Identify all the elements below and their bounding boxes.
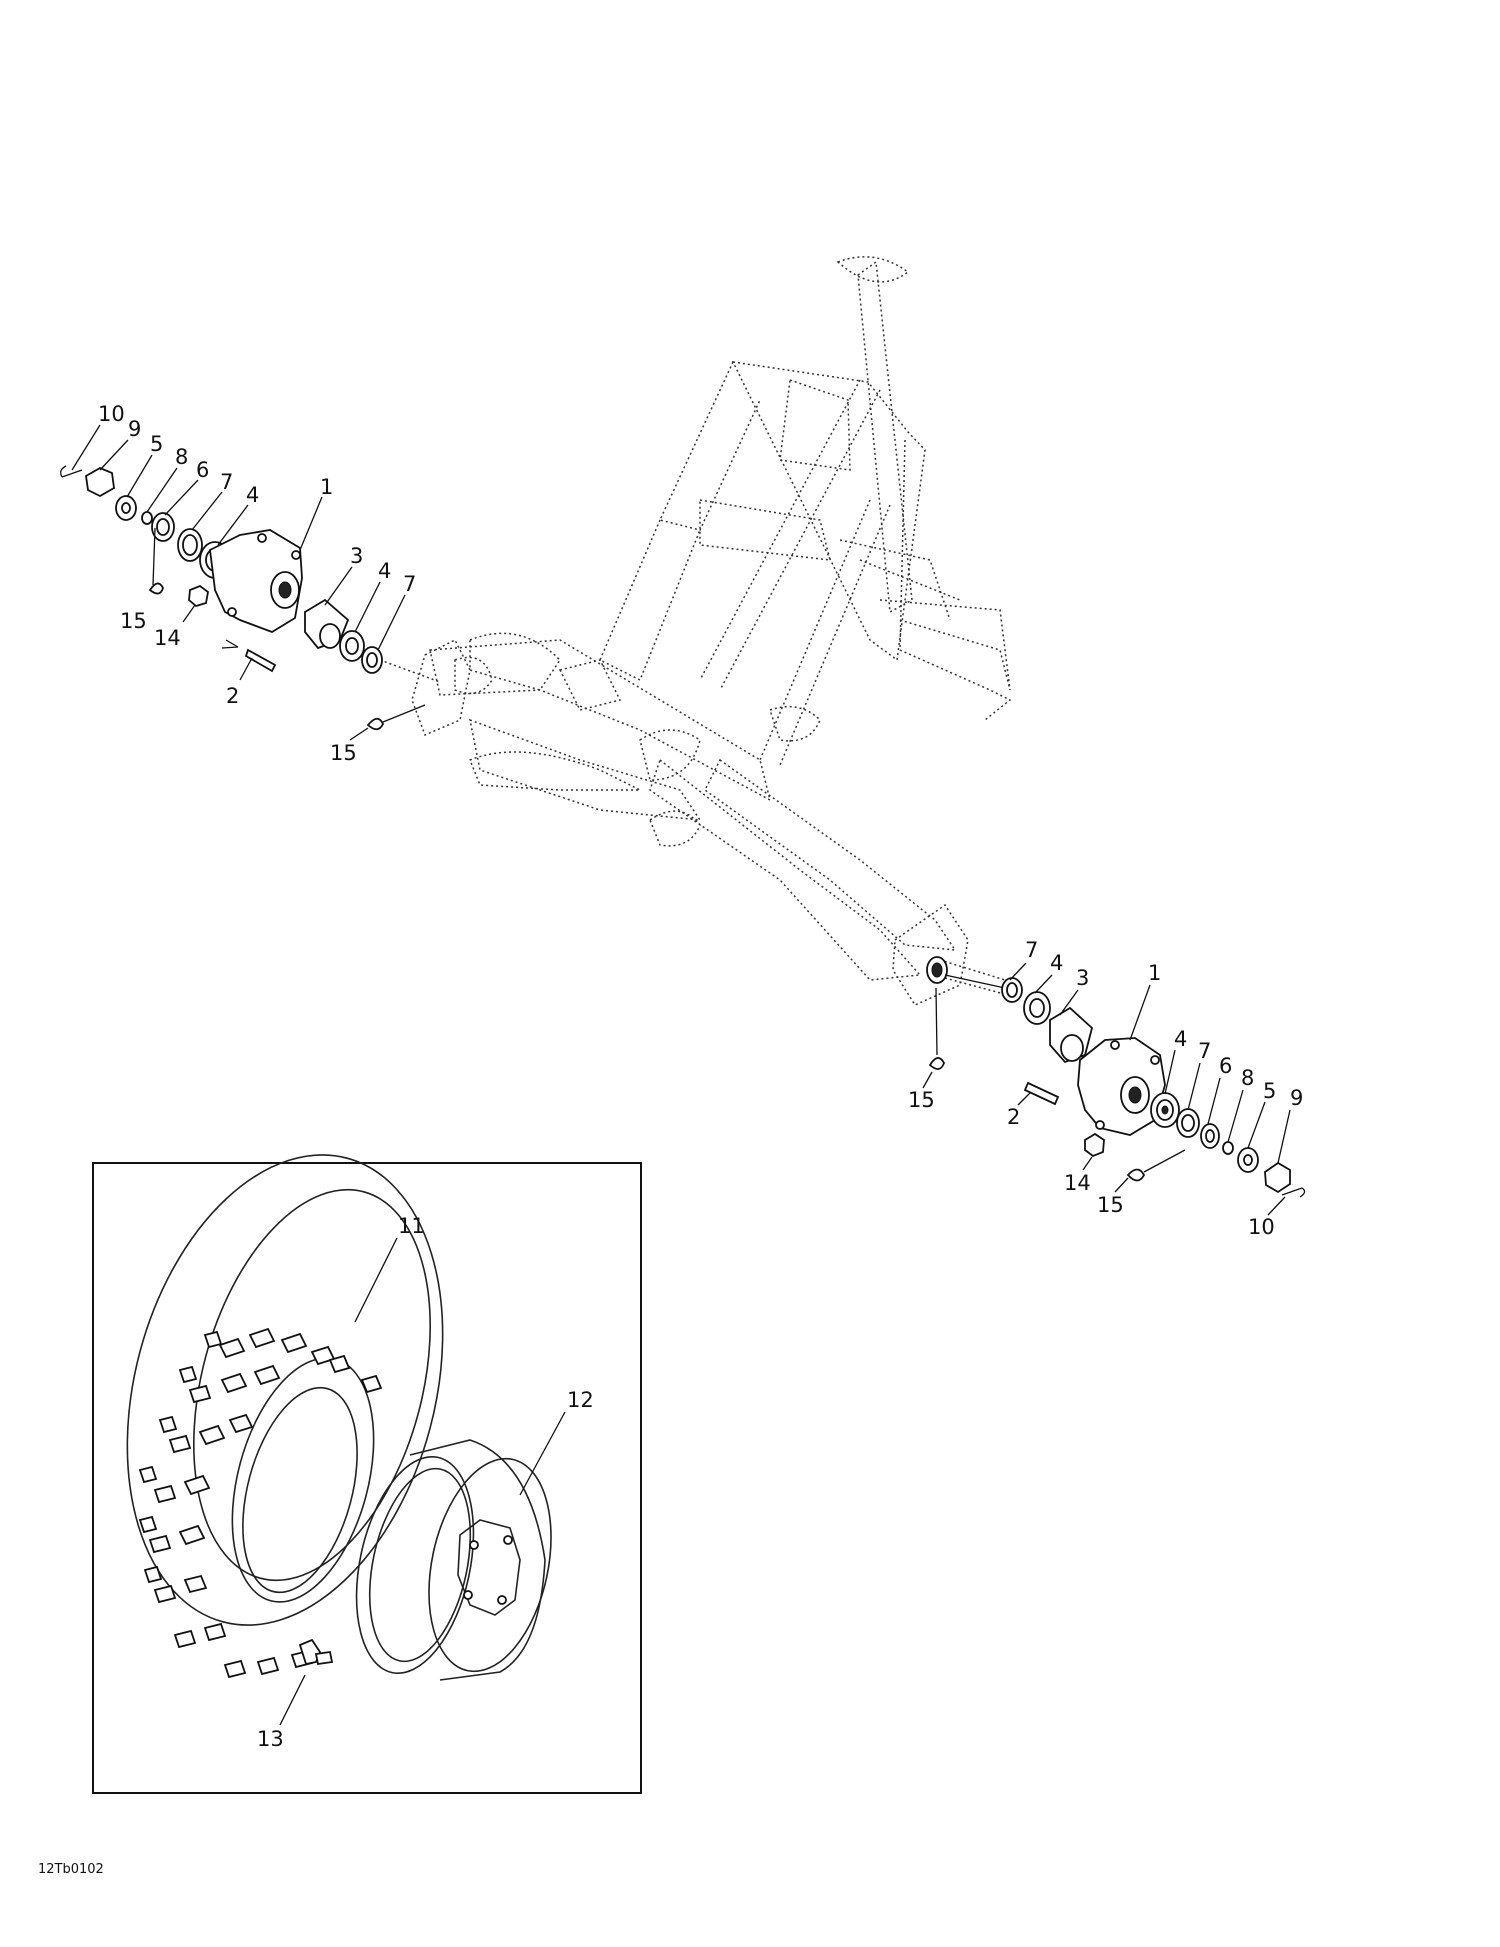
wheel-hub-right (1077, 1037, 1166, 1136)
callout-6-right: 6 (1219, 1054, 1232, 1078)
callout-11: 11 (398, 1214, 425, 1238)
castle-nut-left (85, 466, 115, 498)
callout-4-left-outer: 4 (246, 483, 259, 507)
callout-12: 12 (567, 1388, 594, 1412)
callout-4-left-inner: 4 (378, 559, 391, 583)
stud-left (244, 648, 277, 673)
callout-14-left: 14 (154, 626, 181, 650)
callout-6-left: 6 (196, 458, 209, 482)
stud-right (1023, 1081, 1060, 1106)
callout-15-left-outer: 15 (120, 609, 147, 633)
callout-1-left: 1 (320, 475, 333, 499)
cotter-pin-left (60, 465, 83, 478)
callout-8-left: 8 (175, 445, 188, 469)
left-hub-assembly (60, 465, 426, 731)
figure-code: 12Tb0102 (38, 1862, 104, 1877)
callout-5-right: 5 (1263, 1079, 1276, 1103)
frame-assembly (379, 256, 1012, 1006)
callout-15-right-outer: 15 (1097, 1193, 1124, 1217)
castle-nut-right (1264, 1161, 1291, 1194)
inset-frame (92, 1162, 642, 1794)
callout-13: 13 (257, 1727, 284, 1751)
rim (355, 1439, 552, 1681)
callout-4-right-outer: 4 (1174, 1027, 1187, 1051)
callout-5-left: 5 (150, 432, 163, 456)
callout-10-right: 10 (1248, 1215, 1275, 1239)
callout-7-left-outer: 7 (220, 470, 233, 494)
callout-14-right: 14 (1064, 1171, 1091, 1195)
callout-leaders (71, 424, 1291, 1216)
wheel-inset (92, 1154, 642, 1794)
callout-15-left-inner: 15 (330, 741, 357, 765)
grease-tube-right-inner (928, 1057, 945, 1070)
callout-4-right-inner: 4 (1050, 951, 1063, 975)
callout-7-right-outer: 7 (1198, 1039, 1211, 1063)
lug-nut (298, 1638, 334, 1666)
nut-right (1084, 1132, 1105, 1158)
callout-15-right-inner: 15 (908, 1088, 935, 1112)
callout-labels: 10 9 5 8 6 7 4 1 3 4 7 15 14 2 15 7 4 3 … (98, 402, 1303, 1751)
grease-tube-left-outer (148, 582, 164, 595)
callout-7-right-inner: 7 (1025, 938, 1038, 962)
tire (126, 1154, 444, 1679)
grease-tube-left-inner (366, 717, 384, 731)
right-hub-assembly (926, 956, 1306, 1198)
cotter-pin-right (1281, 1187, 1306, 1198)
callout-9-left: 9 (128, 417, 141, 441)
callout-3-left: 3 (350, 544, 363, 568)
spring-washer-right (1222, 1141, 1234, 1155)
grease-tube-right-outer (1126, 1168, 1146, 1182)
callout-7-left-inner: 7 (403, 572, 416, 596)
nut-left (188, 584, 209, 608)
callout-10-left: 10 (98, 402, 125, 426)
callout-3-right: 3 (1076, 966, 1089, 990)
callout-1-right: 1 (1148, 961, 1161, 985)
callout-8-right: 8 (1241, 1066, 1254, 1090)
callout-9-right: 9 (1290, 1086, 1303, 1110)
callout-2-left: 2 (226, 684, 239, 708)
callout-2-right: 2 (1007, 1105, 1020, 1129)
spring-washer-left (141, 511, 153, 525)
